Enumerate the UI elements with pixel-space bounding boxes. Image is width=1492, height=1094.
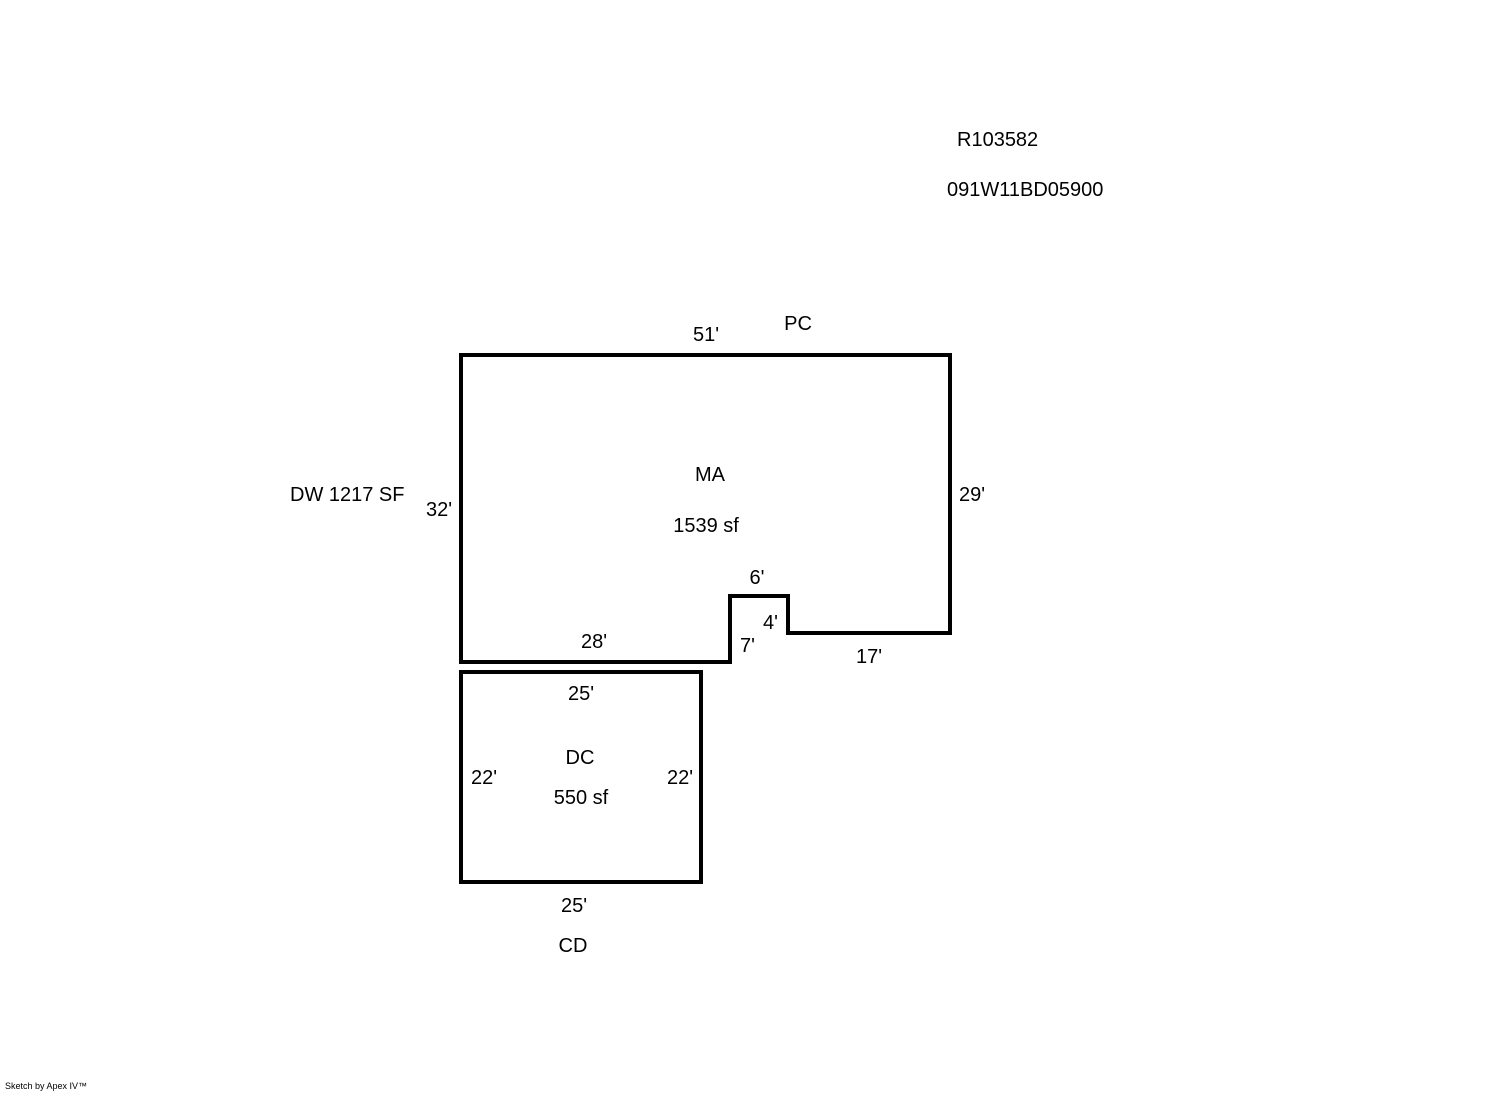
- dimension-main-bottom-left: 28': [580, 631, 608, 653]
- record-id: R103582: [957, 129, 1039, 151]
- garage-outline: [459, 670, 703, 884]
- garage-code: DC: [565, 747, 595, 769]
- parcel-id: 091W11BD05900: [947, 179, 1104, 201]
- main-area-size: 1539 sf: [673, 515, 739, 537]
- dimension-garage-right: 22': [667, 767, 694, 789]
- dimension-main-bottom-right: 17': [855, 646, 883, 668]
- dimension-main-left: 32': [426, 499, 453, 521]
- sketch-credit: Sketch by Apex IV™: [5, 1081, 88, 1091]
- dimension-garage-top: 25': [567, 683, 595, 705]
- dimension-notch-right: 4': [763, 612, 778, 634]
- dimension-garage-bottom: 25': [560, 895, 588, 917]
- dw-note: DW 1217 SF: [290, 484, 405, 506]
- dimension-notch-left: 7': [740, 635, 755, 657]
- dimension-garage-left: 22': [471, 767, 498, 789]
- garage-size: 550 sf: [553, 787, 609, 809]
- pc-label: PC: [784, 313, 812, 335]
- main-area-outline: [459, 353, 952, 664]
- main-area-code: MA: [695, 464, 725, 486]
- dimension-notch-top: 6': [749, 567, 765, 589]
- dimension-main-right: 29': [959, 484, 986, 506]
- cd-label: CD: [558, 935, 588, 957]
- dimension-main-top: 51': [692, 324, 720, 346]
